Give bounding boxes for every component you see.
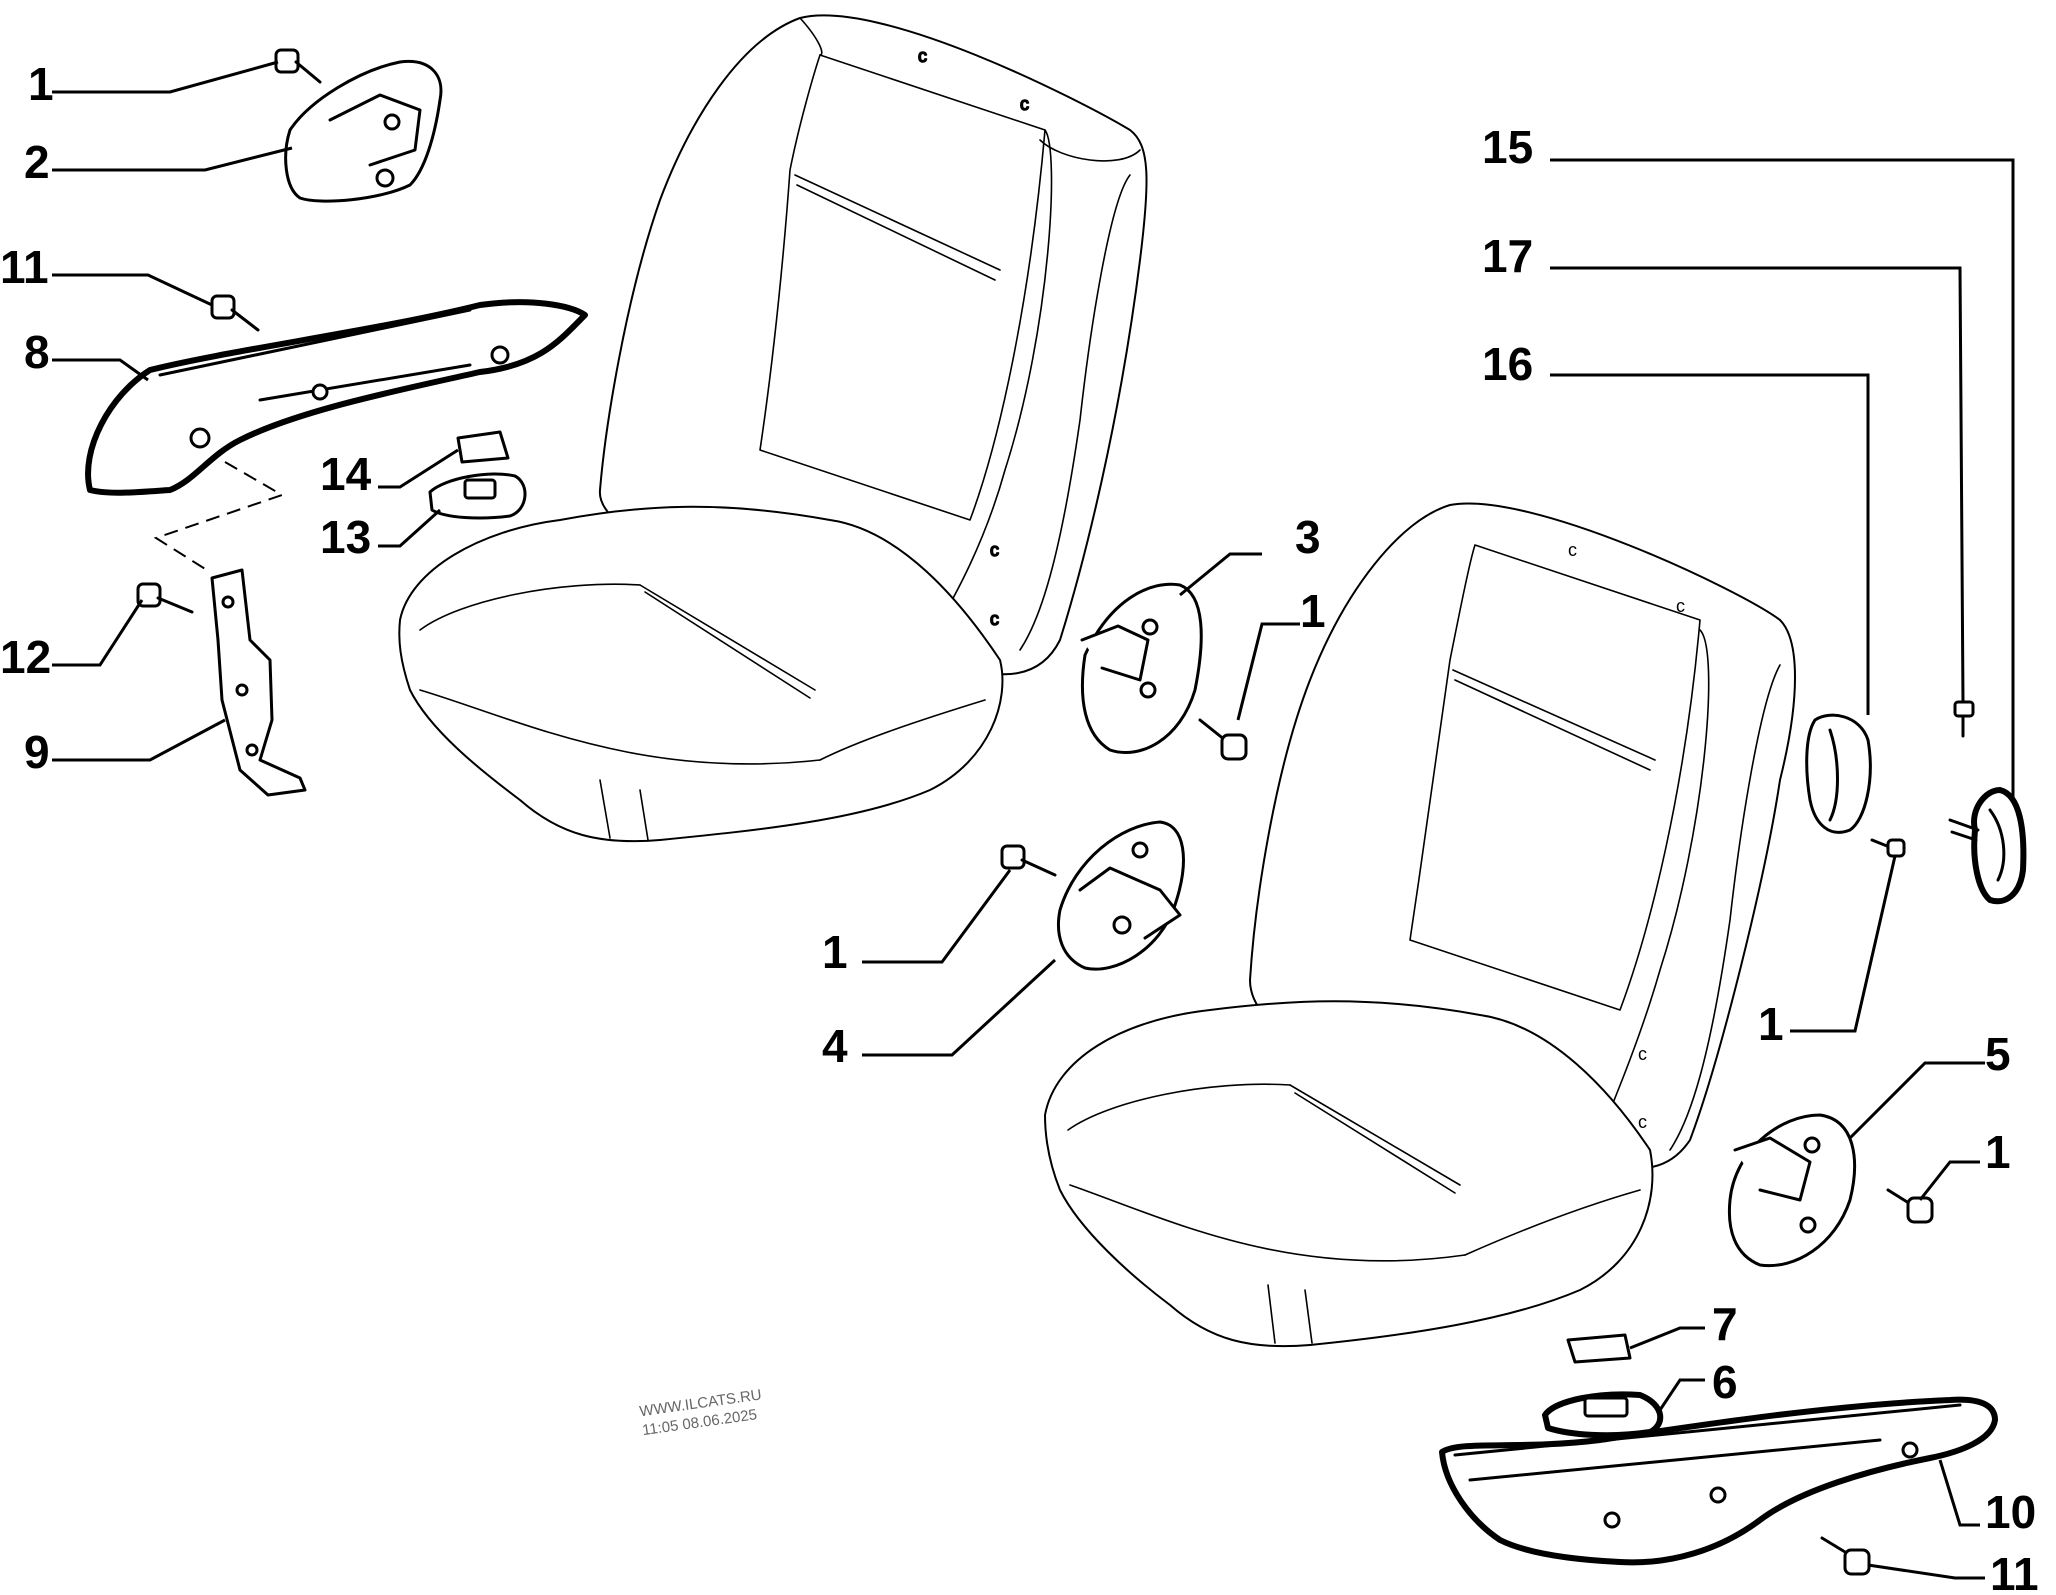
callout-6: 6 xyxy=(1712,1356,1738,1408)
part-2-hinge-cover xyxy=(284,59,443,203)
part-4-hinge-cover xyxy=(1056,820,1185,971)
svg-text:c: c xyxy=(1568,540,1577,560)
svg-text:c: c xyxy=(1676,596,1685,616)
part-14-cap xyxy=(456,430,510,464)
callout-7: 7 xyxy=(1712,1298,1738,1350)
svg-text:c: c xyxy=(990,609,999,629)
part-9-bracket xyxy=(210,568,307,797)
callout-2: 2 xyxy=(24,136,50,188)
part-11-screw xyxy=(210,294,260,332)
callout-3: 3 xyxy=(1295,511,1321,563)
callout-8: 8 xyxy=(24,326,50,378)
leader-lines xyxy=(52,60,2015,1580)
callout-1: 1 xyxy=(1300,585,1326,637)
part-10-side-trim xyxy=(1439,1396,1998,1566)
callout-10: 10 xyxy=(1985,1486,2036,1538)
callout-1: 1 xyxy=(1985,1126,2011,1178)
part-5-hinge-cover xyxy=(1727,1113,1857,1268)
part-13-knob xyxy=(428,472,527,520)
part-7-cap xyxy=(1566,1333,1632,1364)
callout-14: 14 xyxy=(320,448,372,500)
part-17-pin xyxy=(1953,700,1975,738)
part-8-side-trim xyxy=(85,299,588,496)
part-1-screw xyxy=(274,48,322,84)
part-12-screw xyxy=(136,582,194,614)
watermark: WWW.ILCATS.RU 11:05 08.06.2025 xyxy=(638,1386,762,1439)
callout-15: 15 xyxy=(1482,121,1533,173)
callout-12: 12 xyxy=(0,631,51,683)
svg-text:c: c xyxy=(918,46,927,66)
callout-5: 5 xyxy=(1985,1028,2011,1080)
callout-1: 1 xyxy=(1758,998,1784,1050)
callout-11: 11 xyxy=(0,241,49,293)
svg-text:c: c xyxy=(1638,1112,1647,1132)
part-3-hinge-cover xyxy=(1080,582,1203,754)
callout-1: 1 xyxy=(28,58,54,110)
callout-1: 1 xyxy=(822,926,848,978)
callout-13: 13 xyxy=(320,511,371,563)
front-seat-upper: c c c c xyxy=(398,14,1148,843)
front-seat-lower: c c c c xyxy=(1044,502,1796,1348)
svg-text:c: c xyxy=(1638,1044,1647,1064)
callout-16: 16 xyxy=(1482,338,1533,390)
part-6-knob xyxy=(1542,1391,1664,1439)
part-1-screw xyxy=(1000,844,1057,877)
part-11-screw xyxy=(1820,1536,1871,1576)
callout-numbers: 1 2 11 8 14 13 12 9 3 1 1 4 15 17 16 1 5… xyxy=(0,58,2039,1595)
callout-17: 17 xyxy=(1482,230,1533,282)
part-15-lever xyxy=(1948,787,2027,905)
callout-11: 11 xyxy=(1990,1548,2039,1595)
svg-text:c: c xyxy=(990,540,999,560)
part-1-screw xyxy=(1870,838,1906,858)
callout-9: 9 xyxy=(24,726,50,778)
callout-4: 4 xyxy=(822,1020,848,1072)
part-16-handle-cover xyxy=(1805,713,1872,834)
svg-text:c: c xyxy=(1020,94,1029,114)
part-1-screw xyxy=(1198,718,1248,761)
